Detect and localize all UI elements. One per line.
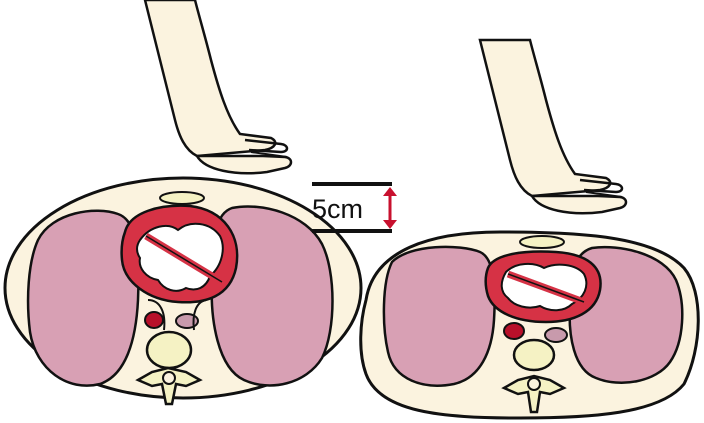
aorta (145, 312, 163, 328)
left-lung (28, 211, 138, 386)
compression-depth-indicator: 5cm (312, 184, 397, 231)
arrow-down-icon (383, 220, 397, 229)
rescuer-hands-before (145, 0, 291, 173)
compression-depth-label: 5cm (312, 194, 363, 224)
left-lung-compressed (384, 247, 495, 386)
arrow-up-icon (383, 187, 397, 196)
rescuer-hands-compressed (480, 40, 626, 213)
chest-cross-section-compressed (361, 232, 699, 418)
sternum (160, 192, 204, 204)
chest-cross-section-before (5, 178, 361, 404)
